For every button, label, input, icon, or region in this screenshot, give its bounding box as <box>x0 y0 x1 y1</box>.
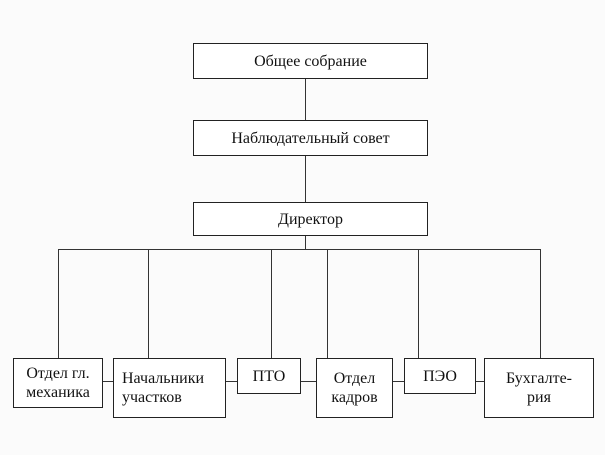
box-label: ПТО <box>252 367 286 385</box>
box-label: Начальники участков <box>122 370 205 406</box>
connector <box>327 249 329 358</box>
box-accounting: Бухгалте- рия <box>484 358 594 418</box>
box-label: Директор <box>278 210 343 228</box>
connector <box>476 381 484 383</box>
box-label: Наблюдательный совет <box>231 129 390 147</box>
connector <box>305 156 307 202</box>
connector <box>305 79 307 120</box>
connector-bus <box>58 249 541 251</box>
box-label: ПЭО <box>423 367 457 385</box>
connector <box>540 249 542 358</box>
box-supervisory-board: Наблюдательный совет <box>193 120 428 156</box>
connector <box>418 249 420 358</box>
connector <box>301 381 316 383</box>
box-peo: ПЭО <box>404 358 476 394</box>
connector <box>58 249 60 358</box>
connector <box>305 236 307 250</box>
box-chief-mechanic-dept: Отдел гл. механика <box>13 358 103 408</box>
box-pto: ПТО <box>237 358 301 394</box>
connector <box>103 381 113 383</box>
box-label: Бухгалте- рия <box>506 370 572 406</box>
box-site-managers: Начальники участков <box>113 358 226 418</box>
box-director: Директор <box>193 202 428 236</box>
connector <box>271 249 273 358</box>
connector <box>226 381 237 383</box>
box-general-meeting: Общее собрание <box>193 43 428 79</box>
connector <box>393 381 404 383</box>
box-label: Отдел кадров <box>331 370 378 406</box>
box-label: Общее собрание <box>254 52 367 70</box>
connector <box>148 249 150 358</box>
box-hr-dept: Отдел кадров <box>316 358 393 418</box>
box-label: Отдел гл. механика <box>26 365 90 401</box>
